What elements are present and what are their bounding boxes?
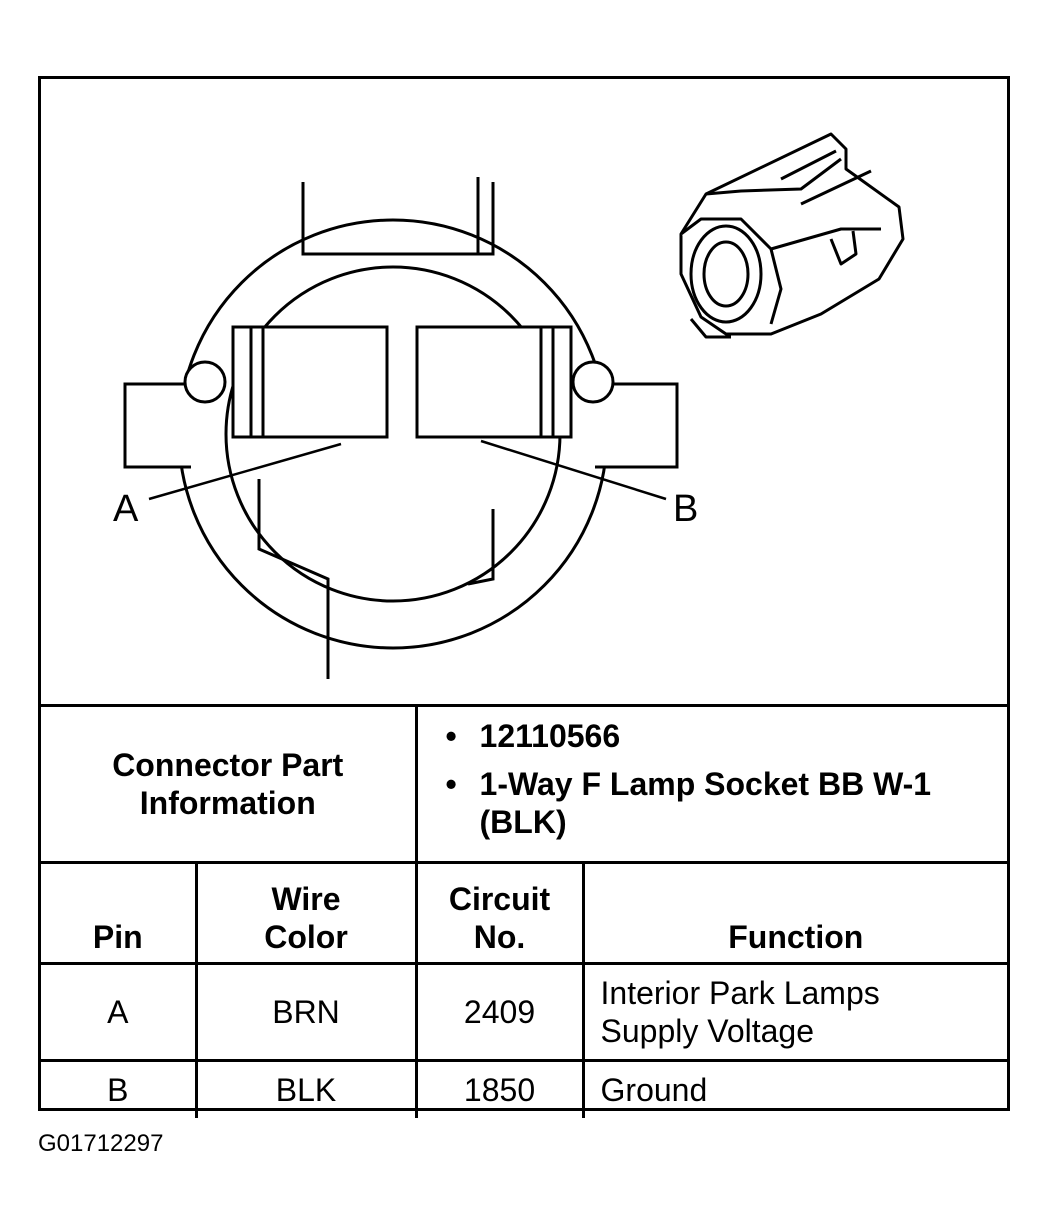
function-cell: Ground (581, 1059, 1008, 1118)
right-mounting-ear (595, 382, 679, 469)
diagram-frame: A B Connecto (38, 76, 1010, 1118)
top-locking-tab (301, 182, 495, 256)
header-function: Function (581, 861, 1008, 965)
connector-info-table: Connector Part Information 12110566 1-Wa… (41, 704, 1008, 1118)
connector-part-title-line1: Connector Part (112, 747, 344, 783)
left-mounting-ear (123, 382, 191, 469)
connector-face-illustration: A B (113, 132, 905, 679)
left-mounting-hole (183, 360, 227, 404)
connector-part-info-label: Connector Part Information (41, 704, 418, 864)
pin-cell: A (41, 962, 198, 1062)
connector-part-info-values: 12110566 1-Way F Lamp Socket BB W-1 (BLK… (414, 704, 1008, 864)
right-mounting-hole (571, 360, 615, 404)
table-row: B BLK 1850 Ground (41, 1059, 1008, 1118)
connector-description-item: 1-Way F Lamp Socket BB W-1 (BLK) (446, 765, 988, 841)
terminal-b (415, 325, 573, 439)
leader-line-b (480, 439, 667, 501)
header-wire-color: Wire Color (194, 861, 418, 965)
pin-cell: B (41, 1059, 198, 1118)
function-cell: Interior Park Lamps Supply Voltage (581, 962, 1008, 1062)
connector-part-title-line2: Information (139, 785, 316, 821)
circuit-cell: 1850 (414, 1059, 585, 1118)
circuit-cell: 2409 (414, 962, 585, 1062)
connector-part-info-row: Connector Part Information 12110566 1-Wa… (41, 704, 1008, 864)
header-circuit-no: Circuit No. (414, 861, 585, 965)
part-number-item: 12110566 (446, 717, 988, 755)
connector-housing-illustration (679, 132, 905, 339)
pin-a-label: A (113, 488, 139, 530)
pin-table-header: Pin Wire Color Circuit No. Function (41, 861, 1008, 965)
wire-color-cell: BRN (194, 962, 418, 1062)
pin-b-label: B (673, 488, 698, 530)
connector-drawing: A B (41, 79, 1007, 704)
wire-color-cell: BLK (194, 1059, 418, 1118)
table-row: A BRN 2409 Interior Park Lamps Supply Vo… (41, 962, 1008, 1062)
leader-line-a (148, 442, 342, 501)
reference-code: G01712297 (38, 1130, 164, 1157)
bottom-locking-tab (257, 479, 330, 679)
header-pin: Pin (41, 861, 198, 965)
terminal-a (231, 325, 389, 439)
